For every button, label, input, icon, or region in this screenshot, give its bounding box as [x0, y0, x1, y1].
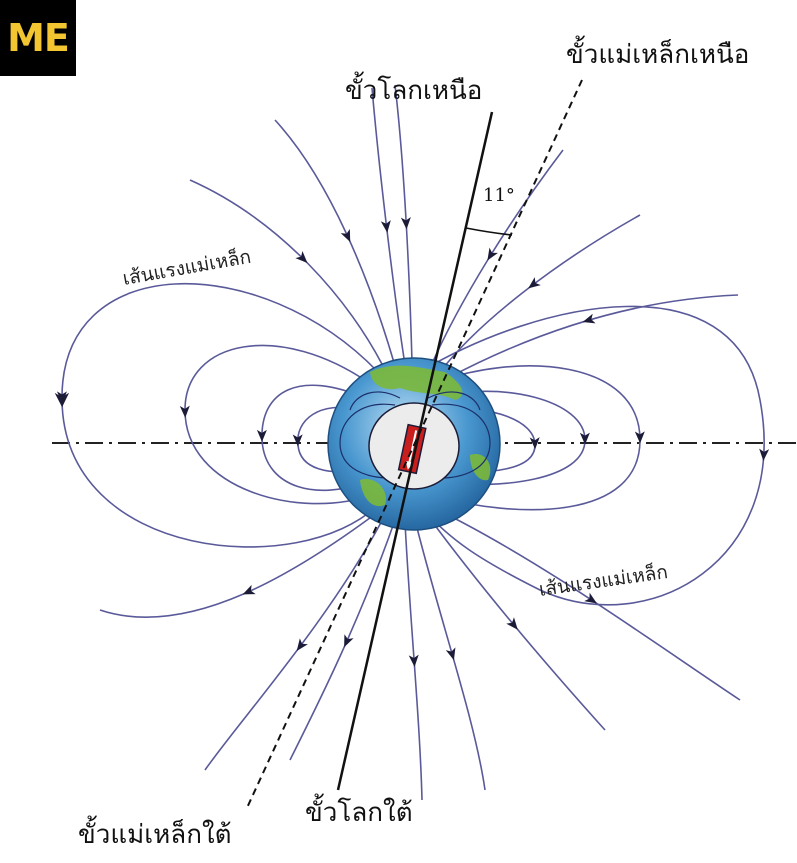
field-arrow: [528, 277, 541, 289]
field-line: [447, 294, 739, 379]
field-line: [289, 519, 396, 761]
field-arrow: [408, 654, 419, 667]
field-arrow: [759, 448, 770, 461]
field-lines-label-right: เส้นแรงแม่เหล็ก: [537, 559, 669, 601]
logo-text: ME: [7, 16, 70, 60]
field-arrows: [56, 217, 770, 667]
field-line: [437, 509, 741, 701]
angle-arc: [465, 227, 513, 236]
field-arrow: [344, 634, 354, 648]
field-arrow: [295, 251, 308, 264]
field-arrow: [296, 638, 308, 651]
field-arrow: [340, 229, 351, 242]
geographic-axis-line: [336, 111, 494, 791]
field-arrow: [56, 391, 67, 404]
field-line: [99, 511, 379, 618]
field-line: [204, 514, 386, 771]
field-line: [419, 305, 765, 606]
field-arrow: [256, 429, 267, 442]
field-arrow: [179, 405, 190, 418]
field-arrow: [529, 437, 540, 450]
land-mass: [360, 479, 386, 507]
field-arrow: [380, 220, 391, 233]
field-line: [394, 84, 413, 363]
field-line: [371, 87, 406, 366]
field-arrow: [487, 247, 498, 261]
field-line: [404, 521, 423, 801]
field-line: [189, 179, 386, 371]
logo-badge: ME: [0, 0, 76, 76]
field-arrow: [242, 584, 256, 595]
field-arrow: [400, 217, 411, 230]
field-arrow: [584, 592, 597, 604]
field-arrow: [506, 617, 518, 630]
field-arrow: [634, 431, 645, 444]
field-arrow: [582, 313, 596, 324]
geographic-south-label: ขั้วโลกใต้: [305, 798, 413, 828]
angle-label: 11°: [483, 185, 515, 206]
field-line: [274, 119, 396, 367]
field-arrow: [445, 647, 456, 661]
magnetic-north-label: ขั้วแม่เหล็กเหนือ: [566, 40, 750, 70]
field-line: [54, 282, 379, 548]
geographic-north-label: ขั้วโลกเหนือ: [345, 76, 483, 106]
magnetic-axis-line: [245, 79, 583, 811]
field-arrow: [579, 432, 590, 445]
field-line: [427, 515, 606, 731]
field-line: [439, 214, 641, 373]
magnetic-south-label: ขั้วแม่เหล็กใต้: [78, 820, 232, 850]
field-arrow: [292, 434, 303, 447]
field-line: [414, 519, 486, 791]
